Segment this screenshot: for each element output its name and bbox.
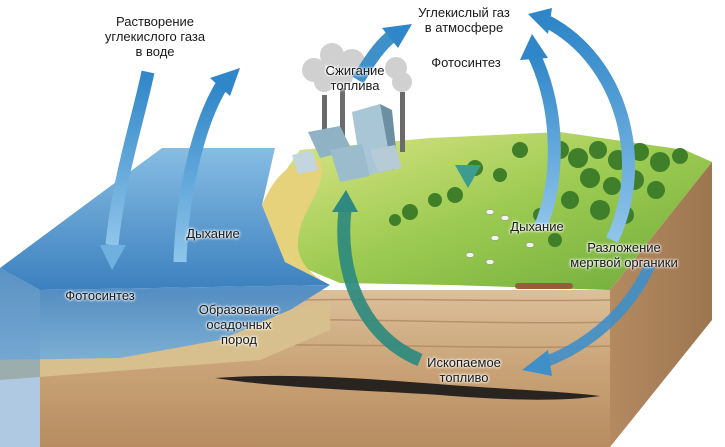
label-decomposition: Разложение мертвой органики (560, 240, 688, 270)
shore (262, 160, 330, 285)
label-photosynthesis-land: Фотосинтез (420, 55, 512, 70)
label-dissolution-line2: углекислого газа (104, 29, 206, 44)
arrow-dissolution-head (100, 245, 126, 270)
arrow-decomposition-head (528, 8, 552, 34)
arrow-to-fossil-head (522, 350, 552, 376)
label-photosynthesis-water: Фотосинтез (52, 288, 148, 303)
arrow-to-fossil (543, 262, 656, 368)
label-decomposition-line1: Разложение (587, 240, 661, 255)
arrow-burning (352, 30, 397, 84)
arrow-respiration-water-head (210, 68, 240, 96)
sheep (465, 209, 535, 265)
arrow-respiration-land (528, 52, 561, 231)
label-respiration-water: Дыхание (178, 226, 248, 241)
label-respiration-land: Дыхание (502, 219, 572, 234)
label-burning-line1: Сжигание (325, 63, 385, 78)
label-fossil-fuel: Ископаемое топливо (418, 355, 510, 385)
label-dissolution: Растворение углекислого газа в воде (96, 14, 214, 59)
front-edge-left (0, 268, 40, 447)
arrow-respiration-land-head (520, 34, 548, 60)
arrow-respiration-water (173, 81, 228, 263)
arrow-dissolution (105, 70, 155, 246)
fossil-fuel-seam (215, 375, 600, 400)
cycle-arrows (100, 8, 656, 376)
label-sedimentation-line2: осадочных (206, 317, 272, 332)
label-sedimentation: Образование осадочных пород (190, 302, 288, 347)
fallen-log (515, 283, 573, 289)
ocean-front (0, 268, 330, 360)
label-dissolution-line1: Растворение (115, 14, 195, 29)
label-burning-line2: топлива (330, 78, 380, 93)
arrow-decomposition (544, 16, 636, 243)
label-co2-atmosphere: Углекислый газ в атмосфере (408, 5, 520, 35)
label-co2-line1: Углекислый газ (418, 5, 510, 20)
label-dissolution-line3: в воде (135, 44, 175, 59)
label-fossil-fuel-line2: топливо (439, 370, 489, 385)
label-burning: Сжигание топлива (318, 63, 392, 93)
soil-right (610, 162, 712, 447)
label-photosynthesis-water-text: Фотосинтез (65, 288, 135, 303)
arrow-fossil-to-burning-head (332, 190, 358, 212)
ocean-surface (0, 148, 330, 290)
label-fossil-fuel-line1: Ископаемое (427, 355, 501, 370)
label-respiration-water-text: Дыхание (186, 226, 240, 241)
label-sedimentation-line1: Образование (198, 302, 280, 317)
label-respiration-land-text: Дыхание (510, 219, 564, 234)
label-photosynthesis-land-text: Фотосинтез (431, 55, 501, 70)
label-co2-line2: в атмосфере (424, 20, 504, 35)
label-sedimentation-line3: пород (220, 332, 258, 347)
arrow-photosynthesis-land-head (455, 165, 481, 188)
arrow-burning-head (382, 24, 412, 48)
arrow-fossil-to-burning (337, 209, 423, 366)
label-decomposition-line2: мертвой органики (570, 255, 678, 270)
ocean-bottom-sediment (0, 300, 330, 380)
